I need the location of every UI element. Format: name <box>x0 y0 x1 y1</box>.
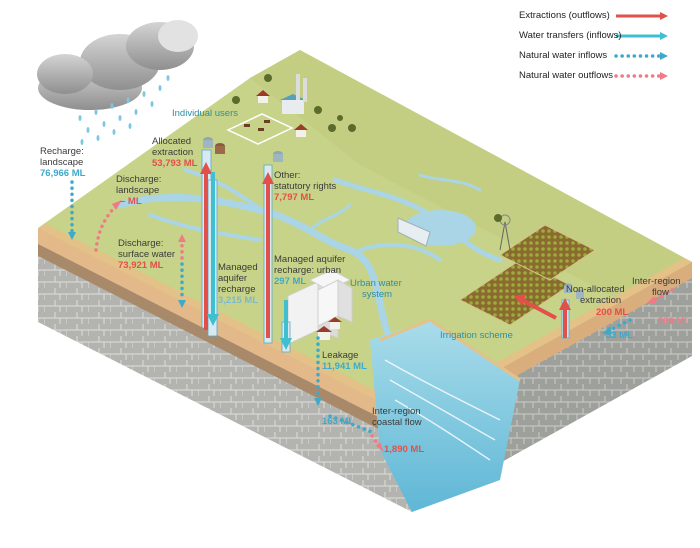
allocated-label-2: extraction <box>152 147 194 158</box>
mar-value: 3,215 ML <box>218 295 259 306</box>
recharge-value: 76,966 ML <box>40 168 86 179</box>
paddock <box>226 113 294 145</box>
legend-extractions: Extractions (outflows) <box>519 10 610 21</box>
mar-label-3: recharge <box>218 284 256 295</box>
water-tanks <box>203 137 584 299</box>
mar-urban-label-2: recharge: urban <box>274 265 342 276</box>
nonalloc-label-1: Non-allocated <box>566 284 625 295</box>
interregion-label-1: Inter-region <box>632 276 681 287</box>
recharge-label-1: Recharge: <box>40 146 84 157</box>
legend-swatches <box>614 12 668 80</box>
allocated-extraction-arrow <box>200 162 212 330</box>
individual-users-label: Individual users <box>172 108 239 119</box>
irrigation-transfer-arrow <box>514 294 557 320</box>
rain-drops <box>78 75 170 145</box>
other-label-2: statutory rights <box>274 181 337 192</box>
coastal-label-1: Inter-region <box>372 406 421 417</box>
other-value: 7,797 ML <box>274 192 315 203</box>
irrigation-label: Irrigation scheme <box>440 330 513 341</box>
solar-panel-icon <box>397 217 431 247</box>
nonalloc-value: 200 ML <box>596 307 629 318</box>
nonalloc-in-value: 53 ML <box>606 330 633 341</box>
leakage-label: Leakage <box>322 350 359 361</box>
mar-urban-label-1: Managed aquifer <box>274 254 346 265</box>
mar-label-1: Managed <box>218 262 258 273</box>
interregion-value: 269 ML <box>658 316 691 327</box>
statutory-rights-arrow <box>262 172 274 338</box>
urban-system-label-2: system <box>362 289 393 300</box>
discharge-sw-value: 73,921 ML <box>118 260 164 271</box>
nonalloc-label-2: extraction <box>580 295 622 306</box>
mar-urban-value: 297 ML <box>274 276 307 287</box>
cattle-icons <box>244 120 270 131</box>
recharge-label-2: landscape <box>40 157 84 168</box>
urban-buildings <box>287 269 353 345</box>
legend-natural-outflows: Natural water outflows <box>519 70 613 81</box>
farm-buildings <box>256 74 308 137</box>
coastal-in-value: 163 ML <box>322 416 355 427</box>
discharge-landscape-value: – ML <box>120 196 142 207</box>
mar-label-2: aquifer <box>218 273 248 284</box>
urban-recharge-arrow <box>280 300 292 350</box>
interregion-label-2: flow <box>652 287 669 298</box>
coastal-label-2: coastal flow <box>372 417 422 428</box>
coastal-bay <box>370 318 521 512</box>
rain-cloud-icon <box>37 20 198 110</box>
allocated-value: 53,793 ML <box>152 158 198 169</box>
urban-system-label-1: Urban water <box>350 278 402 289</box>
natural-flow-heads <box>68 200 656 452</box>
discharge-sw-label-2: surface water <box>118 249 176 260</box>
discharge-landscape-label-1: Discharge: <box>116 174 162 185</box>
discharge-landscape-label-2: landscape <box>116 185 160 196</box>
legend-natural-inflows: Natural water inflows <box>519 50 608 61</box>
coastal-out-value: 1,890 ML <box>384 444 425 455</box>
land-surface <box>38 50 692 418</box>
allocated-label-1: Allocated <box>152 136 192 147</box>
leakage-value: 11,941 ML <box>322 361 367 372</box>
legend-transfers: Water transfers (inflows) <box>519 30 622 41</box>
trees <box>232 74 502 222</box>
block-left-face <box>38 228 412 512</box>
discharge-sw-label-1: Discharge: <box>118 238 164 249</box>
nonallocated-extraction-arrow <box>559 298 571 338</box>
managed-recharge-arrow <box>207 172 219 326</box>
other-label-1: Other: <box>274 170 301 181</box>
